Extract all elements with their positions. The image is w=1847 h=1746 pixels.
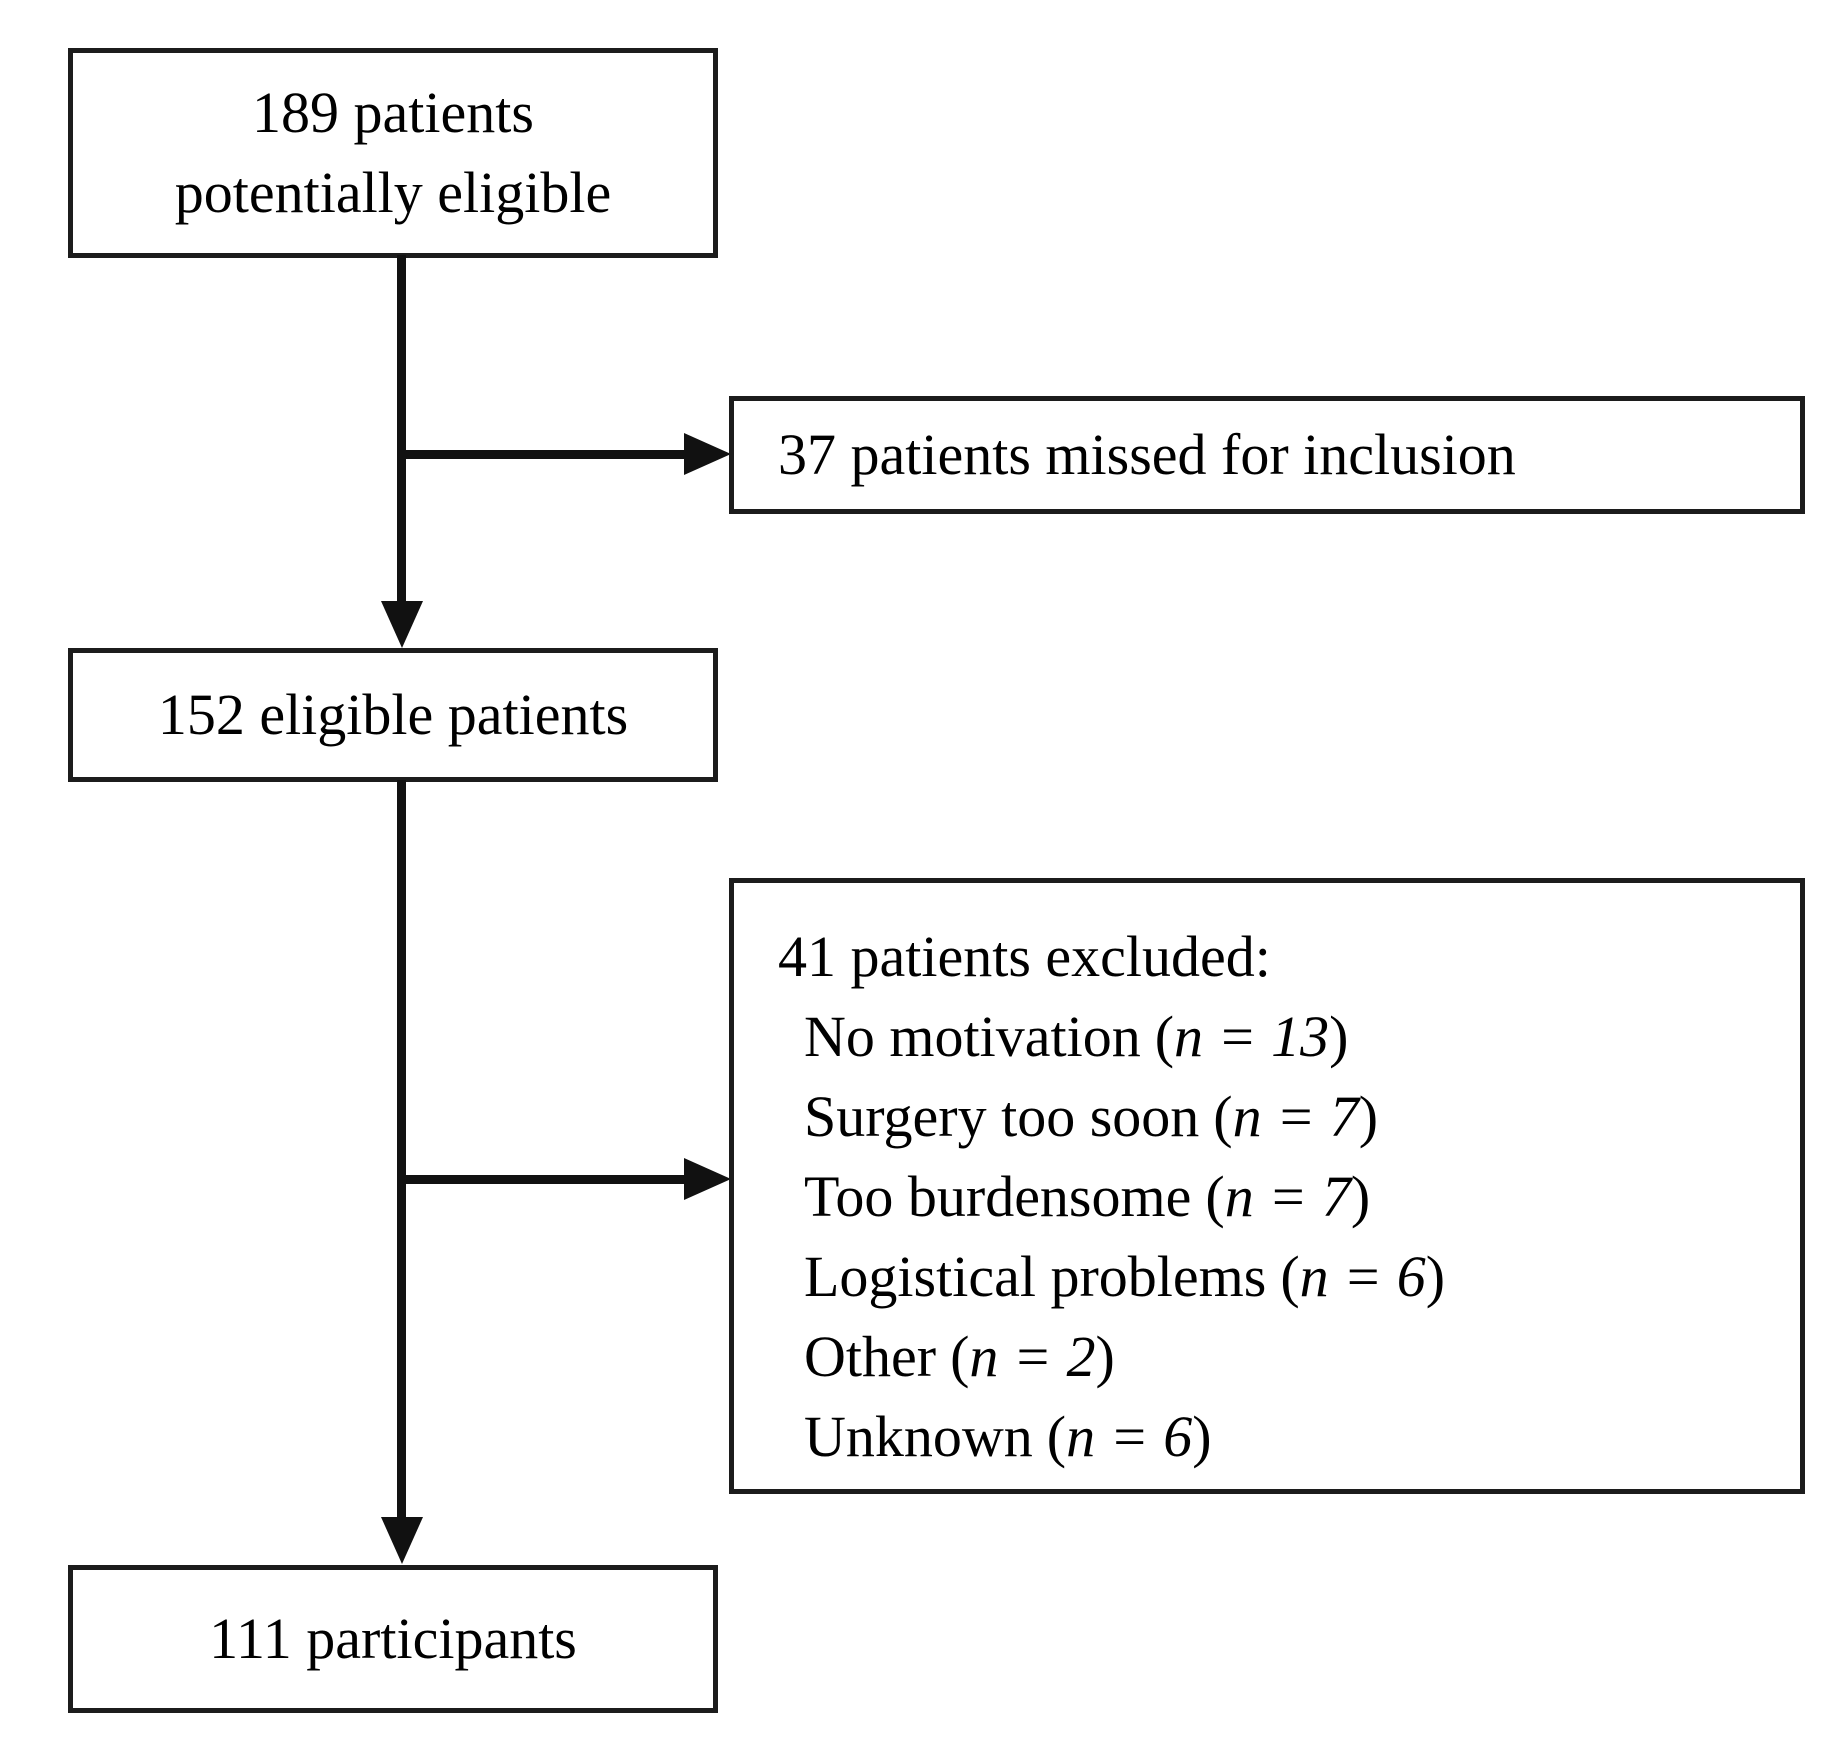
arrow-shaft-missed-branch bbox=[397, 450, 689, 459]
arrowhead-right-icon bbox=[684, 1158, 731, 1200]
participants-label: 111 participants bbox=[209, 1606, 577, 1671]
excluded-reason-count: (n = 6) bbox=[1046, 1404, 1212, 1469]
box-missed-for-inclusion: 37 patients missed for inclusion bbox=[729, 396, 1805, 514]
excluded-reason-item: Other(n = 2) bbox=[804, 1317, 1780, 1397]
eligible-label: 152 eligible patients bbox=[157, 682, 629, 747]
arrow-shaft-bottom-down bbox=[397, 780, 406, 1517]
excluded-reason-count: (n = 2) bbox=[950, 1324, 1115, 1389]
excluded-reason-label: Unknown bbox=[804, 1404, 1033, 1469]
arrowhead-right-icon bbox=[684, 433, 731, 475]
arrowhead-down-icon bbox=[381, 601, 423, 648]
box-potentially-eligible: 189 patients potentially eligible bbox=[68, 48, 718, 258]
excluded-reason-label: No motivation bbox=[804, 1004, 1141, 1069]
excluded-reason-item: Logistical problems(n = 6) bbox=[804, 1237, 1780, 1317]
excluded-reason-item: No motivation(n = 13) bbox=[804, 997, 1780, 1077]
arrow-shaft-excluded-branch bbox=[397, 1175, 689, 1184]
excluded-reason-label: Surgery too soon bbox=[804, 1084, 1200, 1149]
excluded-reason-item: Too burdensome(n = 7) bbox=[804, 1157, 1780, 1237]
excluded-reason-label: Other bbox=[804, 1324, 937, 1389]
excluded-reason-count: (n = 6) bbox=[1280, 1244, 1446, 1309]
excluded-list: No motivation(n = 13) Surgery too soon(n… bbox=[778, 997, 1780, 1477]
box-participants: 111 participants bbox=[68, 1565, 718, 1713]
box-eligible-patients: 152 eligible patients bbox=[68, 648, 718, 782]
excluded-reason-label: Logistical problems bbox=[804, 1244, 1267, 1309]
potentially-eligible-line-1: 189 patients bbox=[252, 80, 534, 145]
excluded-reason-label: Too burdensome bbox=[804, 1164, 1192, 1229]
arrow-shaft-top-down bbox=[397, 255, 406, 605]
excluded-reason-item: Surgery too soon(n = 7) bbox=[804, 1077, 1780, 1157]
potentially-eligible-line-2: potentially eligible bbox=[174, 160, 612, 225]
missed-label: 37 patients missed for inclusion bbox=[778, 422, 1516, 487]
arrowhead-down-icon bbox=[381, 1517, 423, 1564]
excluded-reason-count: (n = 7) bbox=[1213, 1084, 1379, 1149]
excluded-title: 41 patients excluded: bbox=[778, 924, 1271, 989]
box-patients-excluded: 41 patients excluded: No motivation(n = … bbox=[729, 878, 1805, 1494]
excluded-reason-count: (n = 13) bbox=[1154, 1004, 1349, 1069]
excluded-reason-item: Unknown(n = 6) bbox=[804, 1397, 1780, 1477]
excluded-reason-count: (n = 7) bbox=[1205, 1164, 1371, 1229]
